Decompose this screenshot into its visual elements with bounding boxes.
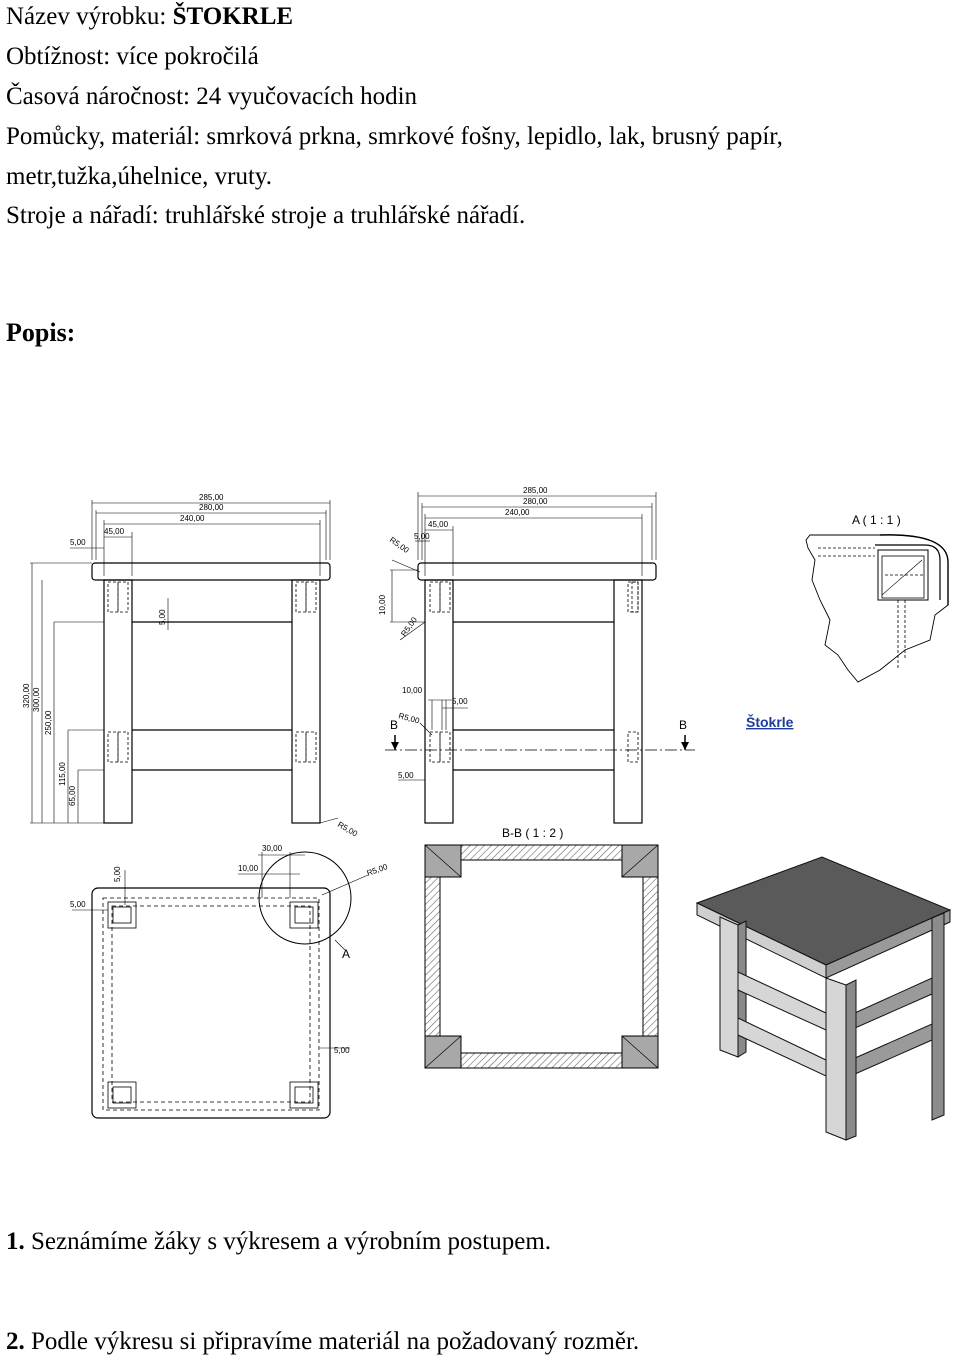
dim-front-r5: R5,00 xyxy=(336,820,359,839)
step-1-text: Seznámíme žáky s výkresem a výrobním pos… xyxy=(24,1228,552,1255)
section-marker-right: B xyxy=(679,718,687,732)
time-estimate: Časová náročnost: 24 vyučovacích hodin xyxy=(6,83,418,110)
dim-side-240: 240,00 xyxy=(505,508,530,517)
detail-marker-a: A xyxy=(342,947,350,961)
dim-side-5-bottom: 5,00 xyxy=(398,771,414,780)
step-2-text: Podle výkresu si připravíme materiál na … xyxy=(24,1328,640,1355)
section-bb-view xyxy=(424,844,659,1069)
step-2: 2. Podle výkresu si připravíme materiál … xyxy=(6,1328,639,1356)
product-name-value: ŠTOKRLE xyxy=(172,3,294,30)
materials-line-2: metr,tužka,úhelnice, vruty. xyxy=(6,163,273,190)
drawing-title: Štokrle xyxy=(746,713,794,730)
materials-line-1: Pomůcky, materiál: smrková prkna, smrkov… xyxy=(6,123,783,150)
dim-side-5-lower: 5,00 xyxy=(452,697,468,706)
dim-front-300: 300,00 xyxy=(32,687,41,712)
dim-front-250: 250,00 xyxy=(44,710,53,735)
tools-line: Stroje a nářadí: truhlářské stroje a tru… xyxy=(6,202,526,229)
difficulty: Obtížnost: více pokročilá xyxy=(6,43,259,70)
top-view-dimensions: 30,00 10,00 5,00 5,00 R5,00 5,00 A xyxy=(70,844,389,1055)
dim-front-5-side: 5,00 xyxy=(158,609,167,625)
front-view xyxy=(30,500,339,824)
dim-front-5-top: 5,00 xyxy=(70,538,86,547)
detail-a-label: A ( 1 : 1 ) xyxy=(852,513,901,527)
dim-side-280: 280,00 xyxy=(523,497,548,506)
dim-side-10: 10,00 xyxy=(378,594,387,615)
dim-top-5-vertical: 5,00 xyxy=(113,866,122,882)
top-view xyxy=(72,851,369,1119)
section-bb-label: B-B ( 1 : 2 ) xyxy=(502,826,563,840)
dim-top-5-left: 5,00 xyxy=(70,900,86,909)
detail-a-view xyxy=(805,534,949,683)
dim-front-280: 280,00 xyxy=(199,503,224,512)
dim-side-r5-lower: R5,00 xyxy=(397,711,420,725)
step-1: 1. Seznámíme žáky s výkresem a výrobním … xyxy=(6,1228,551,1256)
dim-side-r5-mid: R5,00 xyxy=(399,615,419,638)
dim-front-285: 285,00 xyxy=(199,493,224,502)
step-2-number: 2. xyxy=(6,1328,25,1355)
isometric-stool xyxy=(695,856,952,1141)
dim-front-240: 240,00 xyxy=(180,514,205,523)
dim-side-285: 285,00 xyxy=(523,486,548,495)
description-heading: Popis: xyxy=(6,318,76,347)
dim-side-r5-top: R5,00 xyxy=(388,535,411,555)
side-view xyxy=(385,492,695,824)
dim-side-10-lower: 10,00 xyxy=(402,686,423,695)
dim-front-115: 115,00 xyxy=(58,762,67,786)
dim-top-10: 10,00 xyxy=(238,864,259,873)
front-view-dimensions: 285,00 280,00 240,00 45,00 5,00 5,00 320… xyxy=(22,493,359,839)
dim-front-320: 320,00 xyxy=(22,683,31,708)
dim-top-r5: R5,00 xyxy=(366,862,390,878)
dim-front-65: 65,00 xyxy=(68,785,77,806)
dim-side-5: 5,00 xyxy=(414,532,430,541)
dim-front-45: 45,00 xyxy=(104,527,125,536)
side-view-dimensions: 285,00 280,00 240,00 45,00 5,00 R5,00 10… xyxy=(378,486,687,780)
step-1-number: 1. xyxy=(6,1228,25,1255)
product-name-label: Název výrobku: xyxy=(6,3,173,30)
dim-side-45: 45,00 xyxy=(428,520,449,529)
product-name: Název výrobku: ŠTOKRLE xyxy=(6,2,293,32)
section-marker-left: B xyxy=(390,718,398,732)
dim-top-30: 30,00 xyxy=(262,844,283,853)
dim-top-5-bottom: 5,00 xyxy=(334,1046,350,1055)
